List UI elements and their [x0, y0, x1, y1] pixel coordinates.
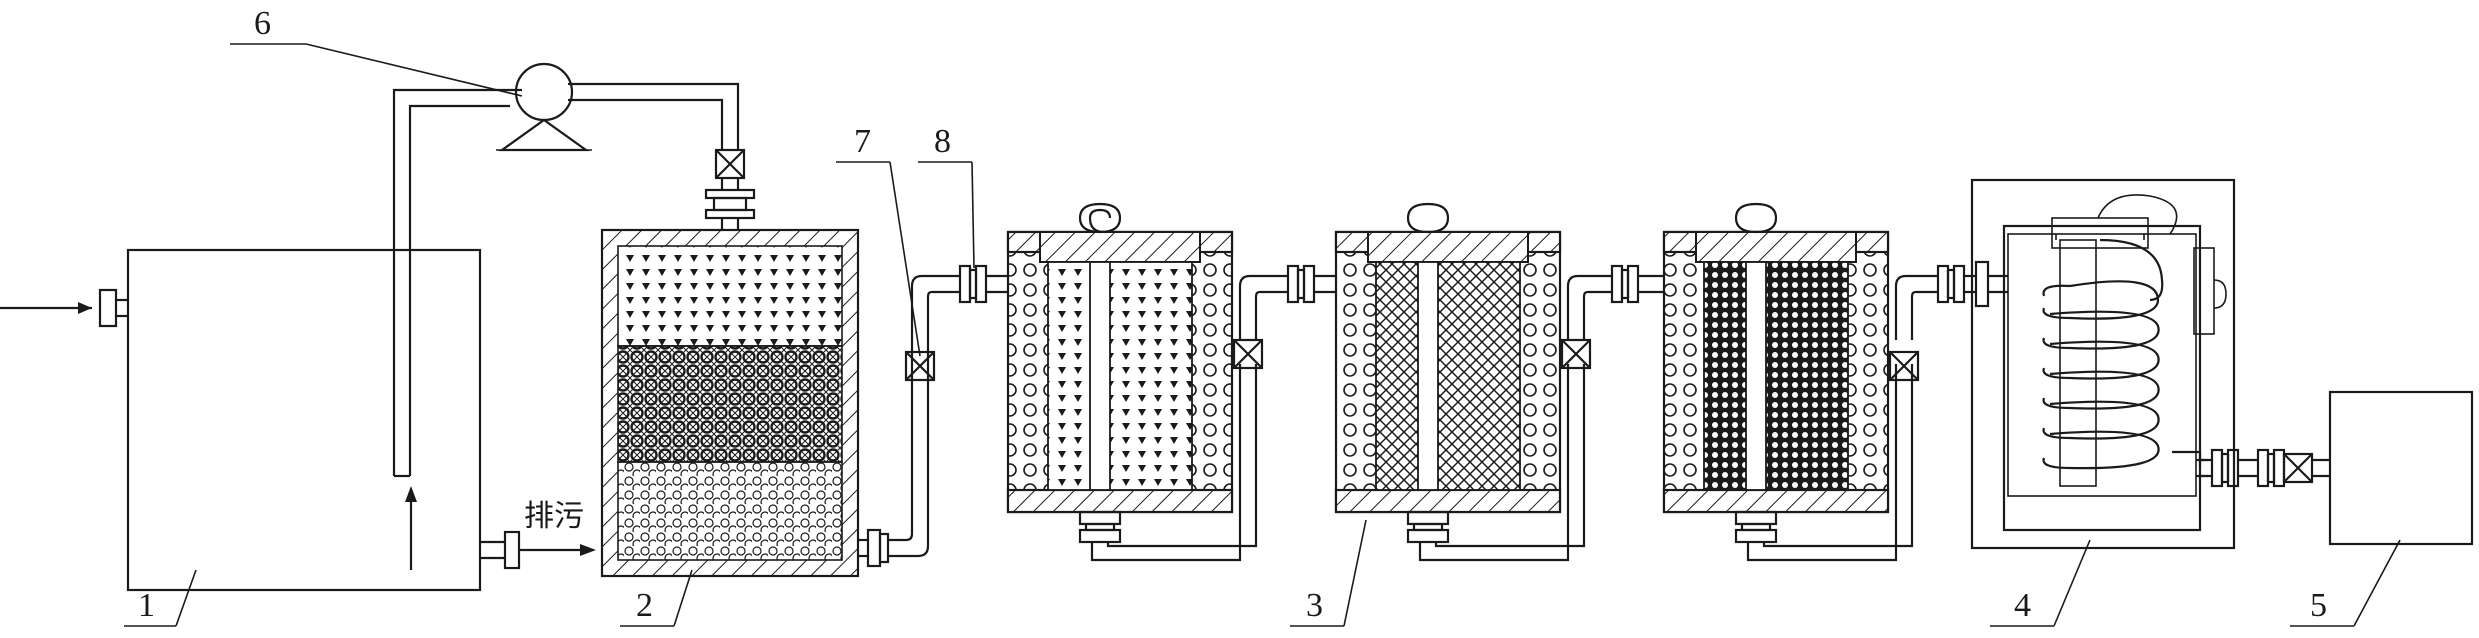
valve-4: [1888, 350, 1920, 382]
cartridge-filter-1: [1006, 202, 1234, 544]
sewage-discharge-label: 排污: [524, 499, 584, 534]
pipe-cartridge-2-to-3: [1418, 264, 1664, 562]
pipe-cartridge-1-to-2: [1090, 264, 1336, 562]
cartridge-filter-2: [1334, 202, 1562, 544]
water-pump: [496, 62, 592, 152]
label-4: 4: [2014, 587, 2031, 624]
label-5: 5: [2310, 587, 2327, 624]
valve-2: [1232, 338, 1264, 370]
label-1: 1: [138, 587, 155, 624]
label-2: 2: [636, 587, 653, 624]
disinfection-unit: [1970, 178, 2236, 550]
pipe-cartridge-3-to-uv: [1746, 260, 2008, 562]
valve-pump-outlet: [714, 148, 746, 180]
label-8: 8: [934, 123, 951, 160]
pipe-filter-to-cartridge: [858, 274, 960, 568]
label-7: 7: [854, 123, 871, 160]
multimedia-filter: [600, 228, 860, 578]
valve-3: [1560, 338, 1592, 370]
cartridge-filter-3: [1662, 202, 1890, 544]
flange-8: [958, 264, 1008, 304]
label-3: 3: [1306, 587, 1323, 624]
valve-7: [904, 350, 936, 382]
raw-water-tank: [0, 248, 596, 592]
flange-filter-inlet: [704, 188, 756, 220]
label-6: 6: [254, 5, 271, 42]
leader-lines: [124, 43, 2401, 627]
suction-pipe: [392, 82, 740, 478]
product-water-tank: [2328, 390, 2474, 546]
pipe-uv-to-product-tank: [2196, 448, 2330, 488]
